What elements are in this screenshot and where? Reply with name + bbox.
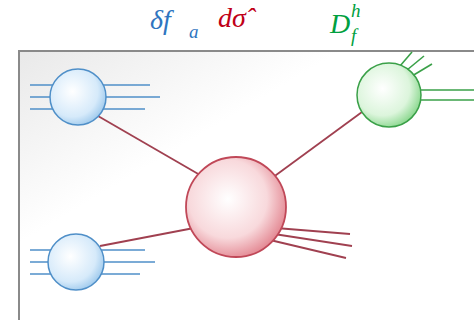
- cross-section-symbol: dσ̂: [218, 4, 246, 32]
- pdf-circle: [48, 234, 104, 290]
- pdf-circle: [50, 69, 106, 125]
- parton-lines: [98, 112, 362, 258]
- fragmentation-symbol: D: [330, 10, 350, 38]
- fragmentation-circle: [357, 63, 421, 127]
- frame: [19, 51, 474, 320]
- pdf-subscript: a: [189, 22, 199, 41]
- pdf-symbol: δf: [150, 6, 171, 34]
- fragmentation-subscript: f: [351, 26, 356, 45]
- fragmentation-superscript: h: [351, 1, 361, 20]
- hard-scattering-circle: [186, 157, 286, 257]
